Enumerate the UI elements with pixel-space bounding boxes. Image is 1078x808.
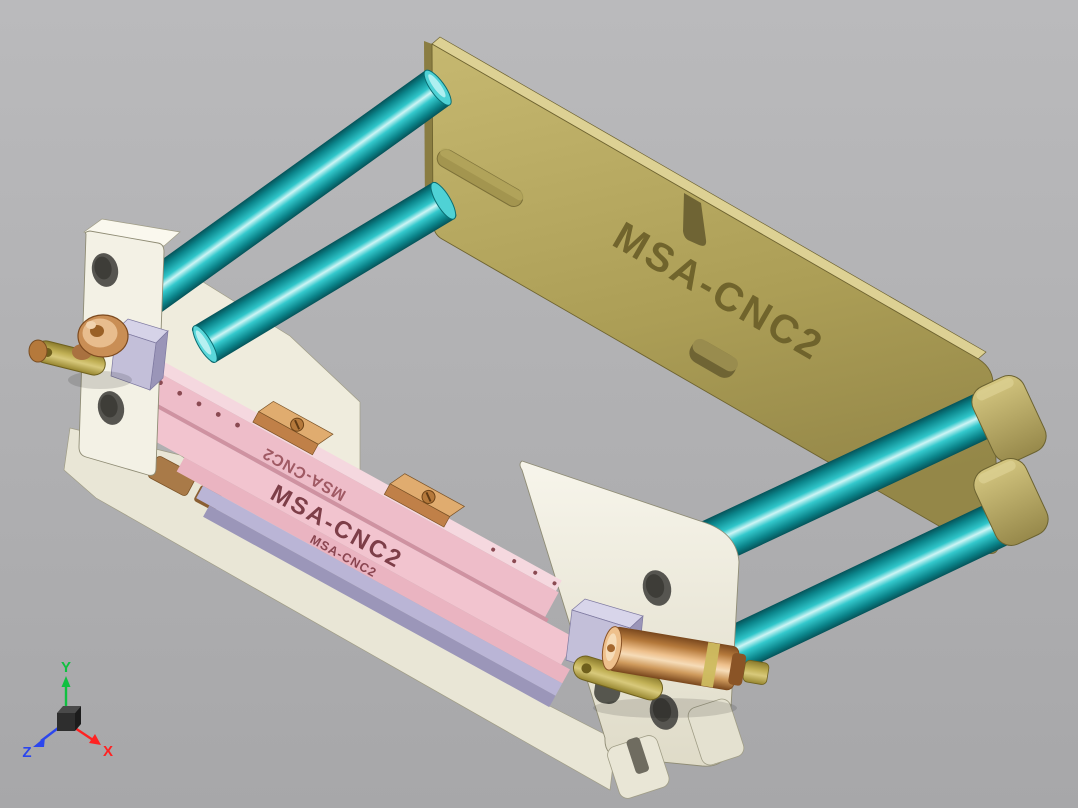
linear-rail[interactable]: MSA-CNC2 MSA-CNC2 MSA-CNC2 (72, 326, 615, 708)
back-plate-slot (689, 338, 738, 378)
axis-y-arrowhead (61, 676, 71, 687)
mount-pad-2[interactable] (383, 470, 466, 531)
axis-x-label: X (103, 743, 113, 760)
block-hole-inner (645, 574, 665, 598)
rail-front-face (101, 385, 576, 665)
rail-upper-face (108, 352, 559, 617)
rod-end-cap-highlight (195, 330, 212, 355)
rod-end-cap-highlight (428, 74, 446, 98)
toggle-clamp-left[interactable] (28, 314, 132, 389)
mount-pad-1[interactable] (252, 398, 334, 459)
back-plate-face (431, 43, 1000, 554)
copper-collar (728, 652, 747, 686)
bracket-bottom-tab (607, 735, 670, 799)
clamp-shadow (68, 371, 132, 389)
back-plate-top-notch (683, 193, 707, 246)
screw-slot (294, 419, 301, 430)
rail-end-cap-left[interactable] (110, 318, 169, 391)
axis-z-arrowhead (33, 737, 45, 747)
tab-highlight (978, 460, 1016, 484)
bracket-bottom-tab-2 (687, 698, 745, 766)
rail-groove (112, 379, 549, 623)
toggle-clamp-right[interactable] (571, 625, 772, 718)
rail-lavender-shadow (203, 505, 556, 708)
block-hole-inner (94, 256, 112, 280)
rail-top-face (122, 342, 562, 591)
clamp-tip (28, 339, 48, 363)
clamp-cylinder-left[interactable] (77, 314, 129, 358)
rod-end-cap (430, 181, 457, 220)
rail-lavender-face (196, 485, 563, 696)
back-plate[interactable]: MSA-CNC2 (424, 36, 1000, 554)
cylinder-center (606, 644, 615, 653)
tab-highlight (976, 377, 1014, 401)
rod-anchor-tab-top[interactable] (966, 370, 1051, 468)
base-bracket[interactable] (63, 253, 746, 801)
block-hole-inner (100, 394, 118, 418)
back-plate-groove (436, 147, 525, 207)
clamp-shadow (593, 698, 737, 718)
axis-x-arrowhead (89, 734, 101, 745)
brass-band (701, 642, 721, 688)
block-hole-inner (652, 698, 672, 722)
rod-anchor-tab-bottom[interactable] (968, 453, 1053, 551)
tie-rod-top-inner[interactable] (189, 179, 460, 365)
lever-hole (581, 663, 592, 674)
clamp-stud (742, 659, 770, 685)
rail-lower-face (176, 457, 570, 684)
cylinder-highlight (86, 321, 96, 329)
origin-cube (57, 706, 81, 731)
axis-z-label: Z (22, 744, 31, 761)
clamp-cylinder-right[interactable] (599, 625, 771, 696)
rail-screw-holes (158, 380, 557, 586)
screw-slot (425, 491, 432, 502)
axis-triad[interactable]: Y X Z (22, 659, 113, 761)
axis-y-label: Y (61, 659, 71, 676)
